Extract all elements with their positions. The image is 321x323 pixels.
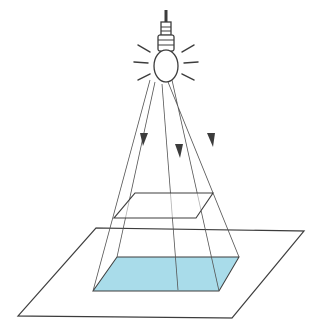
arrow-down-icon xyxy=(175,144,183,158)
ray-arrows xyxy=(140,133,215,158)
shadow-square xyxy=(93,257,239,291)
light-bulb-icon xyxy=(134,10,198,82)
object-square xyxy=(114,193,213,218)
arrow-down-icon xyxy=(207,133,215,147)
bulb-socket xyxy=(161,22,171,35)
bulb-collar xyxy=(158,35,174,51)
bulb-glass xyxy=(154,50,178,82)
